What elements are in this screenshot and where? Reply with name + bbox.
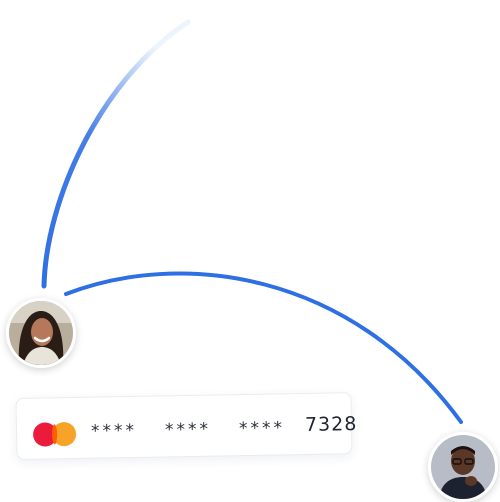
- mastercard-icon: [32, 421, 79, 447]
- card-group-2: ****: [164, 419, 212, 441]
- card-group-3: ****: [238, 418, 286, 440]
- connecting-arc: [64, 271, 463, 424]
- upward-arc: [41, 19, 191, 289]
- woman-avatar: [6, 298, 76, 368]
- card-group-1: ****: [90, 420, 138, 442]
- masked-card-number: **** **** **** 7328: [15, 392, 358, 460]
- man-avatar-icon: [431, 435, 495, 499]
- man-avatar: [428, 432, 498, 502]
- card-last-four: 7328: [304, 413, 358, 436]
- woman-avatar-icon: [9, 301, 73, 365]
